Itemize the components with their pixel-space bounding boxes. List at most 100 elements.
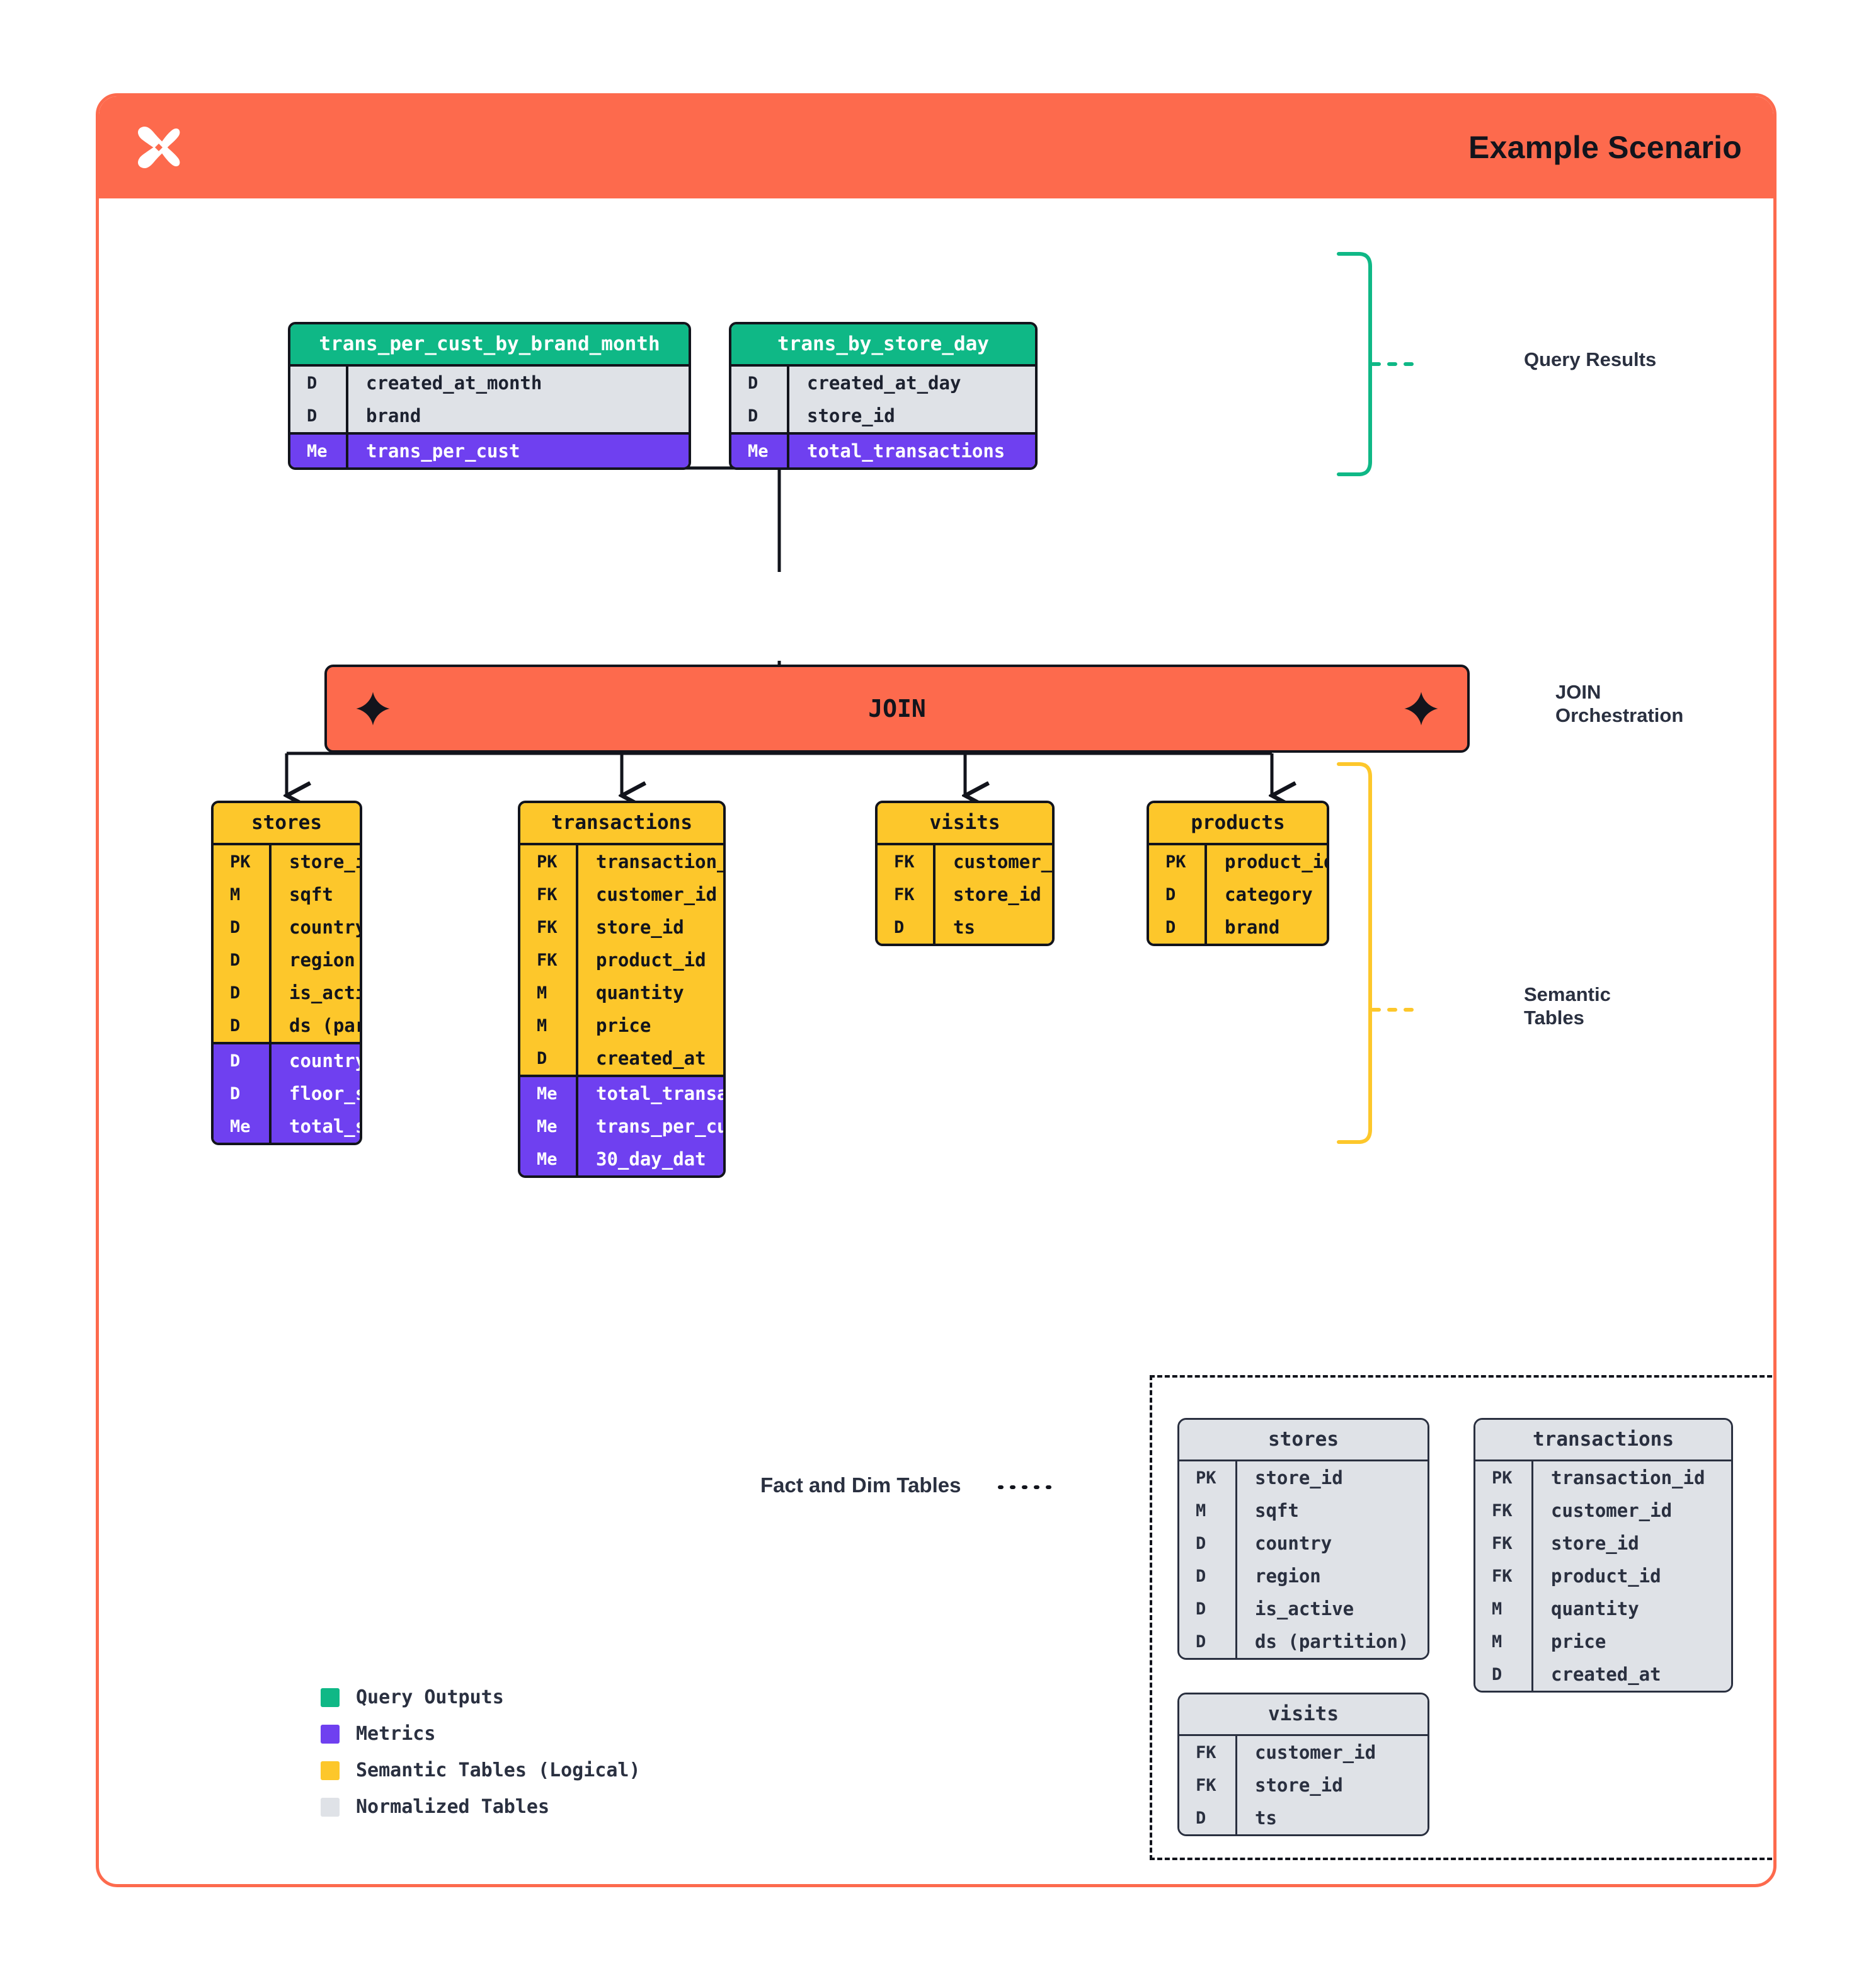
row-field: product_id xyxy=(1225,851,1329,872)
query-result-table-trans-per-cust-by-brand-month[interactable]: trans_per_cust_by_brand_month D created_… xyxy=(288,322,691,470)
row-field: brand xyxy=(366,405,421,426)
row-field: price xyxy=(1551,1631,1606,1652)
semantic-table-transactions[interactable]: transactions PK transaction_id FK customer… xyxy=(518,801,726,1178)
row-field: is_active xyxy=(289,982,360,1003)
join-orchestration-bar[interactable]: JOIN xyxy=(324,665,1470,753)
legend-item: Semantic Tables (Logical) xyxy=(321,1759,641,1781)
row-field: ds (partition) xyxy=(289,1015,360,1036)
join-orchestration-annotation: JOIN Orchestration xyxy=(1555,681,1683,727)
dimension-group: D created_at_month D brand xyxy=(290,367,689,432)
legend-swatch-normalized-tables xyxy=(321,1797,340,1817)
row-field: region xyxy=(289,949,355,971)
table-row[interactable]: D created_at_month xyxy=(290,367,689,399)
table-title: trans_by_store_day xyxy=(731,324,1035,367)
row-key: FK xyxy=(1179,1736,1237,1769)
column-group: PK transaction_id FK customer_id FKstore_i… xyxy=(520,845,723,1075)
semantic-tables-annotation: Semantic Tables xyxy=(1524,983,1611,1029)
table-title: transactions xyxy=(520,803,723,845)
row-field: store_id xyxy=(1255,1774,1343,1796)
legend-label: Semantic Tables (Logical) xyxy=(356,1759,641,1781)
table-row[interactable]: D created_at_day xyxy=(731,367,1035,399)
table-row[interactable]: FK customer_id xyxy=(520,878,723,911)
row-field: transaction_id xyxy=(596,851,723,872)
table-row[interactable]: Dis_active xyxy=(214,976,360,1009)
row-key: FK xyxy=(520,911,578,944)
table-row[interactable]: PK transaction_id xyxy=(1475,1461,1731,1494)
row-key: D xyxy=(1475,1658,1533,1691)
table-row[interactable]: D store_id xyxy=(731,399,1035,432)
row-key: PK xyxy=(1475,1461,1533,1494)
table-row[interactable]: Me trans_per_cust xyxy=(290,435,689,467)
row-field: store_id xyxy=(807,405,895,426)
row-field: total_stores xyxy=(289,1116,360,1137)
row-key: PK xyxy=(520,845,578,878)
row-field: category xyxy=(1225,884,1313,905)
join-annotation-line-2: Orchestration xyxy=(1555,704,1684,726)
row-key: FK xyxy=(520,878,578,911)
row-field: quantity xyxy=(1551,1598,1639,1620)
table-row[interactable]: Dds (partition) xyxy=(214,1009,360,1042)
row-key: Me xyxy=(520,1077,578,1110)
row-key: D xyxy=(1149,878,1207,911)
row-key: D xyxy=(1179,1560,1237,1592)
table-row[interactable]: PK transaction_id xyxy=(520,845,723,878)
table-row[interactable]: Me total_transactions xyxy=(731,435,1035,467)
row-field: ts xyxy=(1255,1807,1277,1829)
row-field: customer_id xyxy=(596,884,718,905)
row-key: D xyxy=(731,367,789,399)
table-title: visits xyxy=(1179,1694,1428,1736)
row-field: transaction_id xyxy=(1551,1467,1705,1488)
row-key: D xyxy=(214,944,272,976)
row-field: 30_day_dat xyxy=(596,1148,706,1170)
query-result-table-trans-by-store-day[interactable]: trans_by_store_day D created_at_day D st… xyxy=(729,322,1038,470)
row-key: M xyxy=(1475,1625,1533,1658)
table-row[interactable]: D brand xyxy=(290,399,689,432)
